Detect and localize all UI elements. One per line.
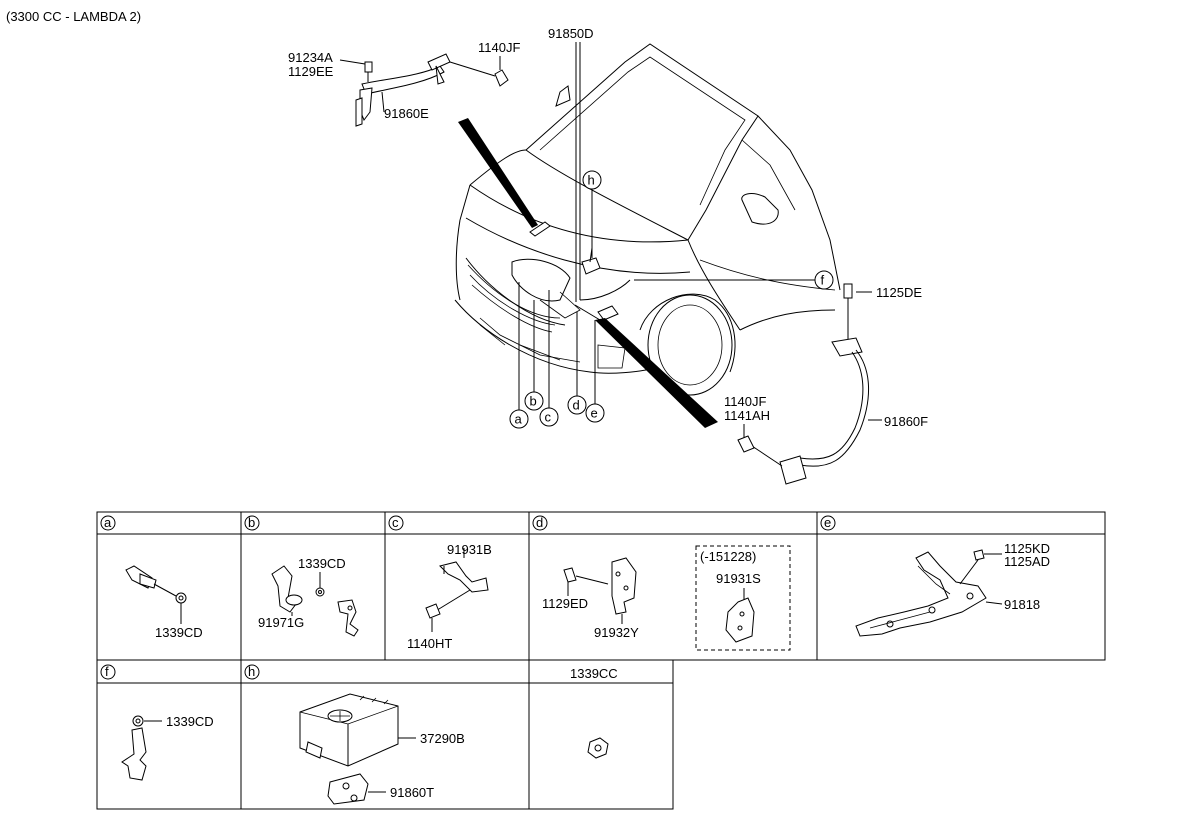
panel-d-part-91932y: 91932Y (594, 625, 639, 640)
svg-text:c: c (545, 410, 552, 425)
callout-b[interactable]: b (524, 300, 544, 411)
panel-a-parts (125, 565, 187, 624)
callout-d[interactable]: d (567, 312, 587, 415)
label-91850d: 91850D (548, 26, 594, 41)
svg-text:h: h (248, 664, 255, 679)
panel-h-part-37290b: 37290B (420, 731, 465, 746)
panel-h-parts (299, 693, 416, 805)
svg-text:a: a (104, 515, 112, 530)
panel-d-parts (563, 557, 637, 624)
panel-c-part-1140ht: 1140HT (407, 636, 452, 651)
svg-text:f: f (821, 273, 825, 288)
panel-e-part-1125kd: 1125KD (1004, 541, 1050, 556)
label-91860f: 91860F (884, 414, 928, 429)
svg-text:d: d (536, 515, 543, 530)
label-1140jf-top: 1140JF (478, 40, 520, 55)
panel-e-part-91818: 91818 (1004, 597, 1040, 612)
detail-panels-grid (96, 511, 1106, 810)
engine-note: (3300 CC - LAMBDA 2) (6, 9, 141, 24)
harness-leader-stroke-top (458, 118, 538, 228)
panel-c-parts (425, 548, 489, 632)
panel-d-inset: (-151228) 91931S (695, 545, 791, 651)
label-1140jf-bottom: 1140JF (724, 394, 766, 409)
label-1125de: 1125DE (876, 285, 922, 300)
panel-e-parts (855, 549, 1003, 637)
svg-text:e: e (824, 515, 831, 530)
panel-h-header: h (244, 664, 260, 680)
panel-b-part-1339cd: 1339CD (298, 556, 346, 571)
svg-text:f: f (105, 664, 109, 679)
panel-d-inset-note: (-151228) (700, 549, 756, 564)
callout-a[interactable]: a (509, 282, 529, 429)
car-front-illustration (454, 43, 841, 396)
panel-d-header: d (532, 515, 548, 531)
svg-text:d: d (573, 398, 580, 413)
svg-text:h: h (588, 173, 595, 188)
callout-h[interactable]: h (582, 170, 602, 258)
panel-c-part-91931b: 91931B (447, 542, 492, 557)
label-1129ee: 1129EE (288, 64, 334, 79)
panel-d-part-1129ed: 1129ED (542, 596, 588, 611)
svg-text:c: c (392, 515, 399, 530)
svg-text:b: b (248, 515, 255, 530)
label-91860e: 91860E (384, 106, 429, 121)
harness-leader-stroke-bottom (595, 318, 718, 428)
panel-f-header: f (100, 664, 116, 680)
panel-f-part-1339cd: 1339CD (166, 714, 214, 729)
panel-b-parts (271, 565, 359, 637)
panel-1339cc-nut (587, 737, 609, 759)
panel-b-header: b (244, 515, 260, 531)
harness-91860f (737, 283, 869, 485)
panel-b-part-91971g: 91971G (258, 615, 304, 630)
harness-91860e (355, 53, 509, 127)
label-91234a: 91234A (288, 50, 333, 65)
svg-text:b: b (530, 394, 537, 409)
panel-a-part-1339cd: 1339CD (155, 625, 203, 640)
panel-e-header: e (820, 515, 836, 531)
panel-d-inset-part-91931s: 91931S (716, 571, 761, 586)
callout-c[interactable]: c (539, 290, 559, 427)
callout-f[interactable]: f (634, 270, 834, 290)
hood-bracket (529, 221, 551, 237)
svg-text:a: a (515, 412, 523, 427)
panel-f-parts (121, 715, 162, 781)
panel-h-part-91860t: 91860T (390, 785, 434, 800)
label-1141ah: 1141AH (724, 408, 770, 423)
panel-c-header: c (388, 515, 404, 531)
panel-1339cc-header: 1339CC (570, 666, 618, 681)
panel-a-header: a (100, 515, 116, 531)
callout-e[interactable]: e (585, 320, 605, 423)
svg-text:e: e (591, 406, 598, 421)
panel-e-part-1125ad: 1125AD (1004, 554, 1050, 569)
